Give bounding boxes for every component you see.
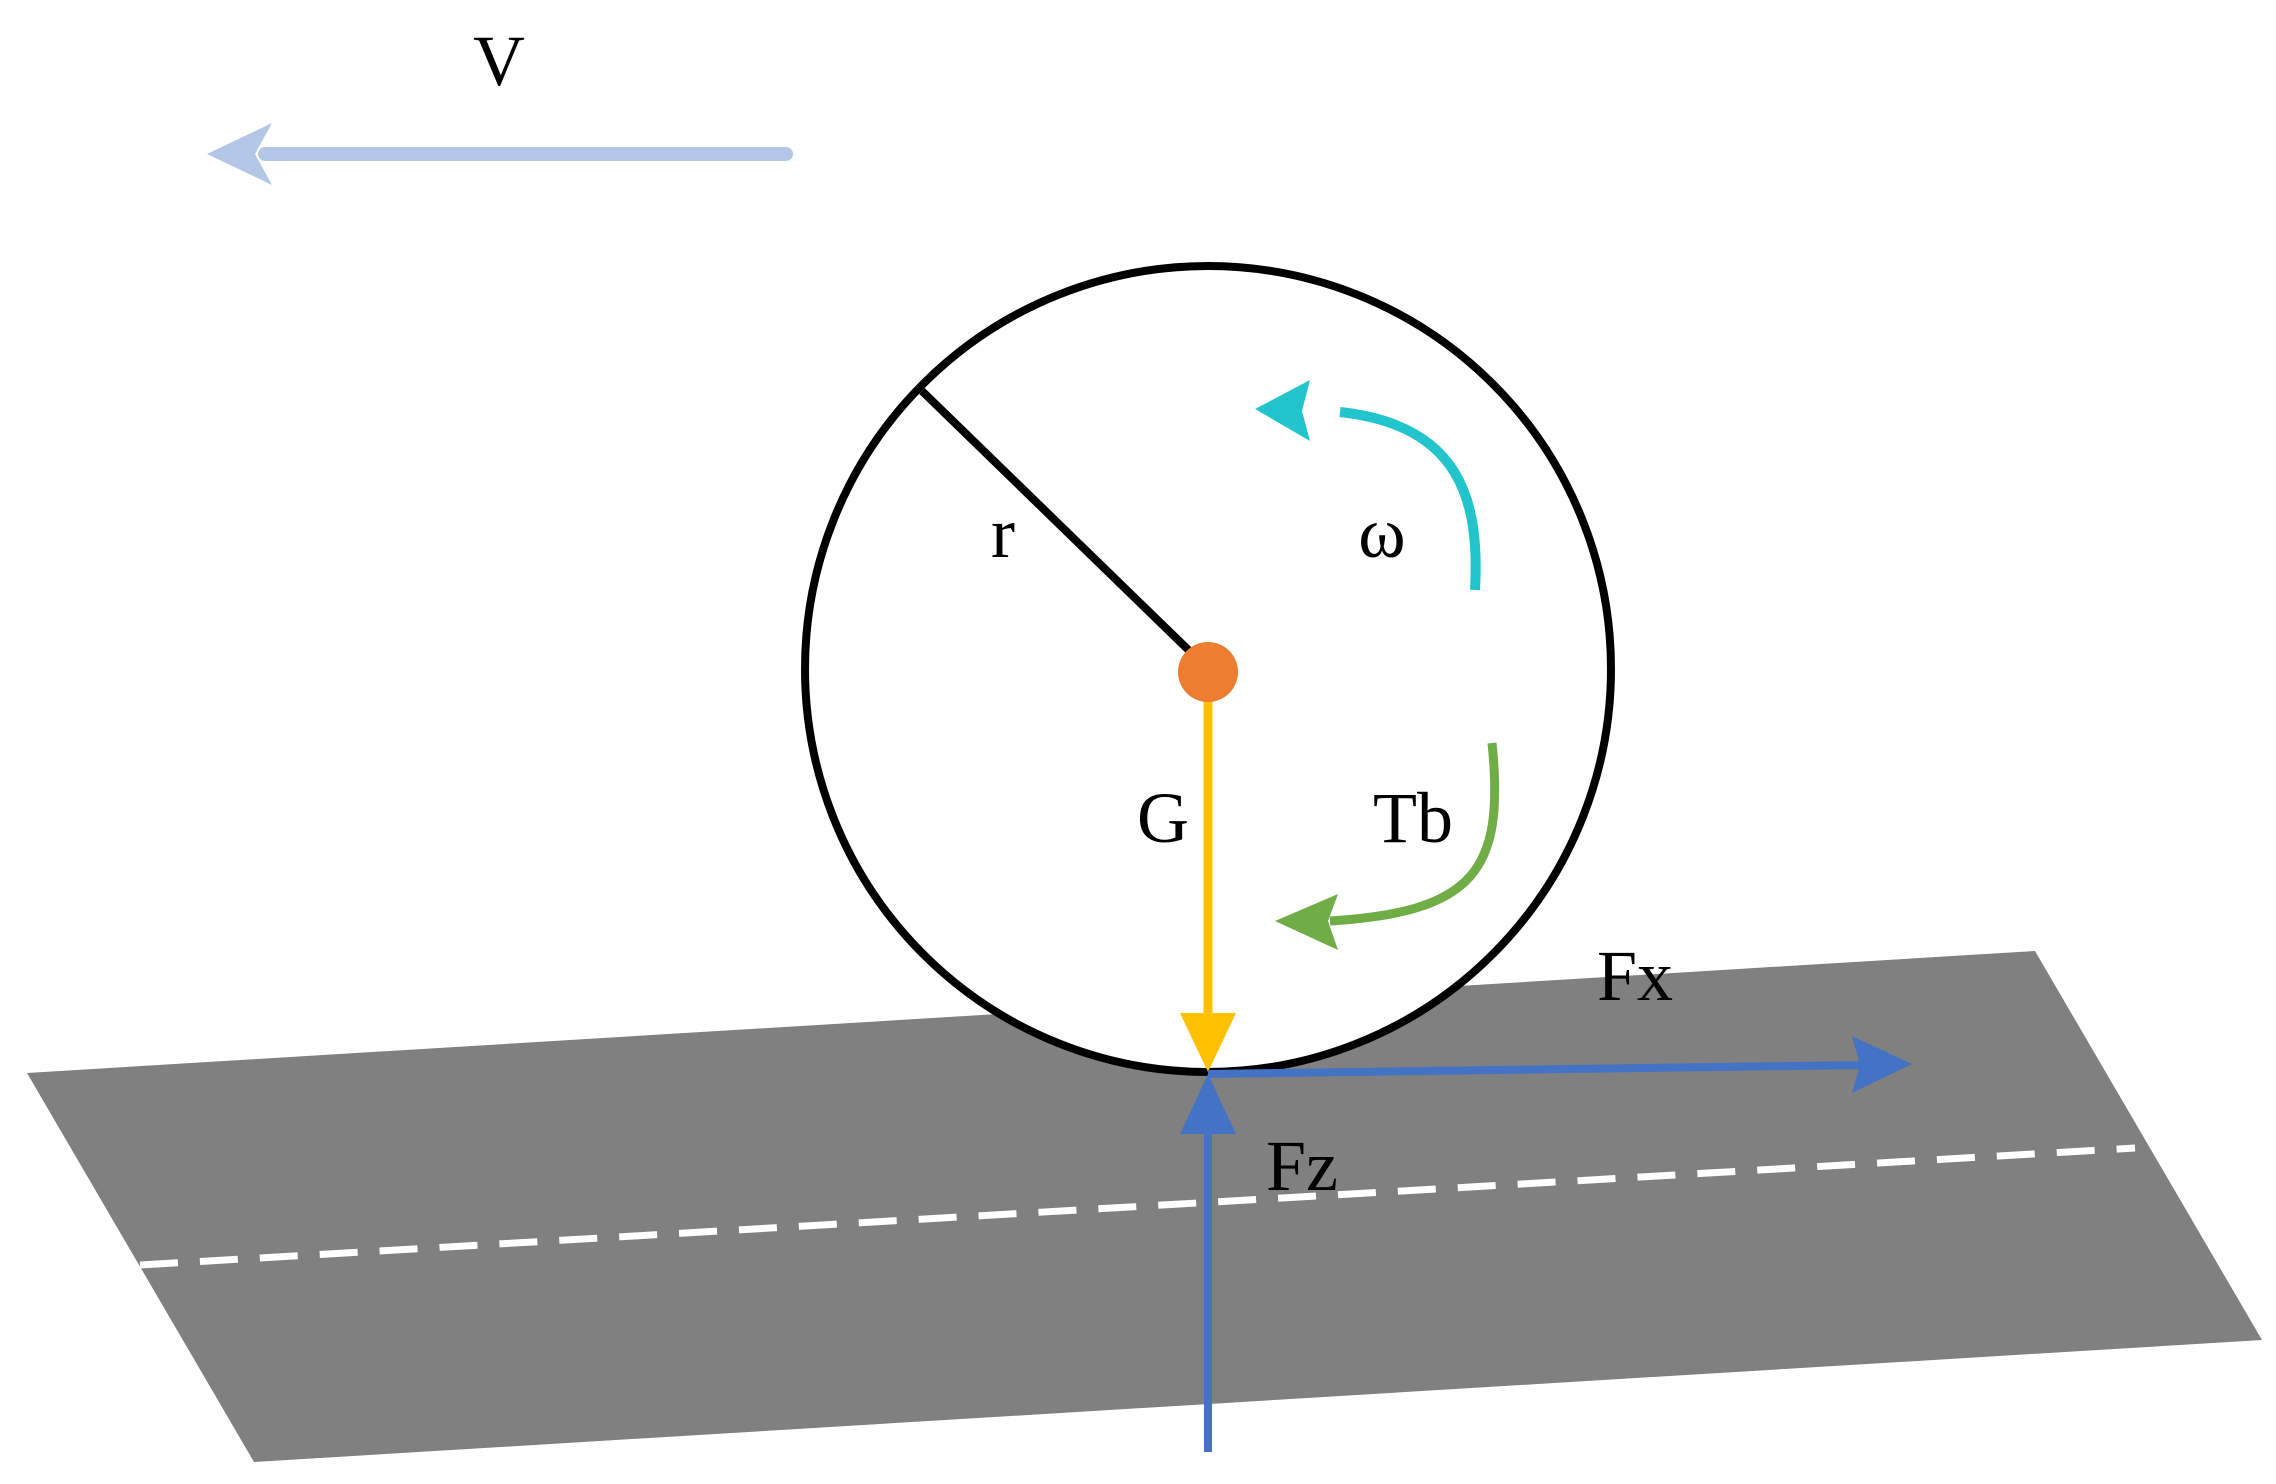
- road-surface: [27, 951, 2262, 1462]
- brake-torque-label: Tb: [1373, 778, 1453, 858]
- angular-velocity-arrow: [1255, 380, 1481, 591]
- road-center-line: [139, 1144, 2136, 1269]
- gravity-label: G: [1137, 778, 1189, 858]
- longitudinal-force-label: Fx: [1597, 936, 1673, 1016]
- radius-line: [919, 388, 1211, 672]
- longitudinal-force-arrow: [1207, 1036, 1912, 1093]
- angular-velocity-label: ω: [1358, 493, 1405, 573]
- radius-label: r: [991, 493, 1015, 573]
- velocity-label: V: [473, 21, 525, 101]
- wheel-center-point: [1178, 642, 1238, 702]
- normal-force-arrow: [1180, 1074, 1236, 1452]
- brake-torque-arrow: [1275, 742, 1500, 950]
- gravity-arrow: [1180, 672, 1236, 1072]
- velocity-arrow: [207, 123, 793, 185]
- normal-force-label: Fz: [1266, 1126, 1338, 1206]
